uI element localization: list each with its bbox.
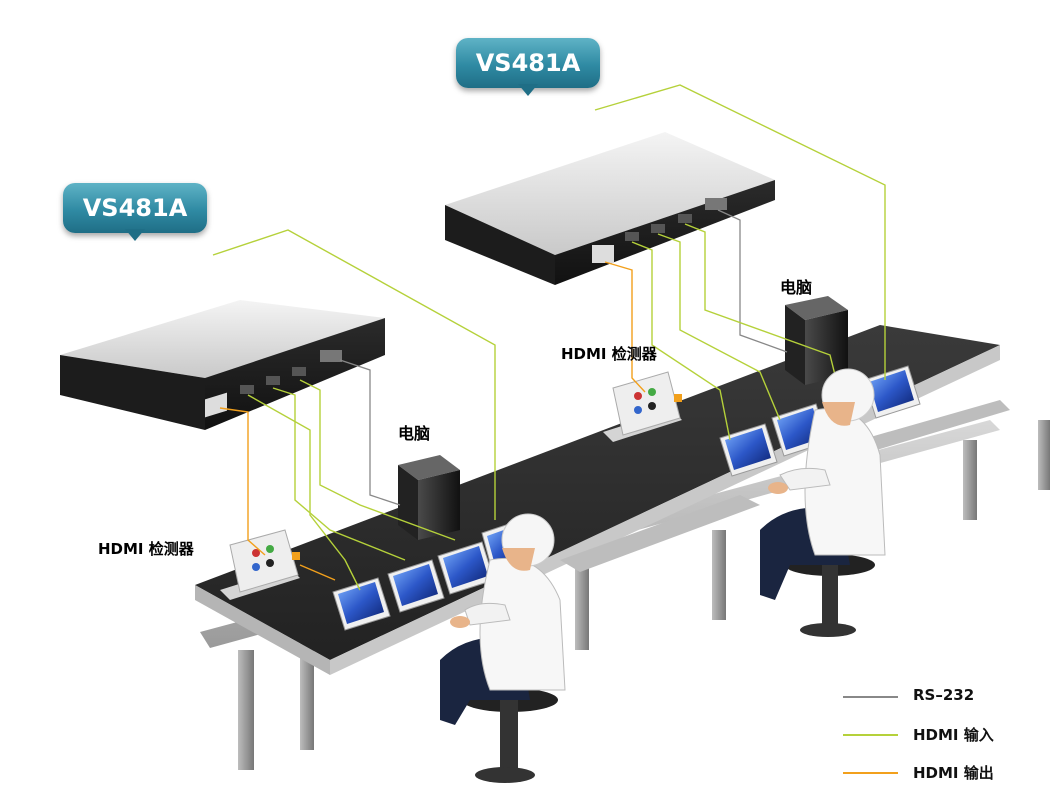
hdmi-output-cables <box>219 261 646 581</box>
computer-label-left: 电脑 <box>398 424 431 443</box>
hdmi-tester-label-right: HDMI 检测器 <box>561 345 657 363</box>
callout-bubble-shape <box>63 183 207 233</box>
worker-right <box>760 368 886 637</box>
legend-label-hdmi-input: HDMI 输入 <box>913 726 994 744</box>
hdmi-input-cables <box>212 84 886 591</box>
legend-line-rs232 <box>843 696 898 698</box>
switch-box-left <box>60 300 385 430</box>
callout-tail <box>125 229 145 241</box>
switch-label-right: VS481A <box>475 49 581 77</box>
switch-box-right <box>445 132 775 285</box>
legend-label-hdmi-output: HDMI 输出 <box>913 764 994 782</box>
legend-line-hdmi-output <box>843 772 898 774</box>
legend-line-hdmi-input <box>843 734 898 736</box>
switch-callout-right: VS481A <box>456 38 600 96</box>
callout-tail <box>518 84 538 96</box>
legend-label-rs232: RS–232 <box>913 686 975 704</box>
computer-left <box>398 455 460 540</box>
callout-bubble-shape <box>456 38 600 88</box>
tablet-devices <box>332 365 921 631</box>
switch-label-left: VS481A <box>82 194 188 222</box>
switch-callout-left: VS481A <box>63 183 207 241</box>
hdmi-tester-left <box>220 529 300 600</box>
computer-right <box>785 296 848 385</box>
hdmi-tester-right <box>603 371 682 442</box>
rs232-cables <box>339 209 788 506</box>
worker-left <box>440 513 566 783</box>
hdmi-tester-label-left: HDMI 检测器 <box>98 540 194 558</box>
computer-label-right: 电脑 <box>780 278 813 297</box>
